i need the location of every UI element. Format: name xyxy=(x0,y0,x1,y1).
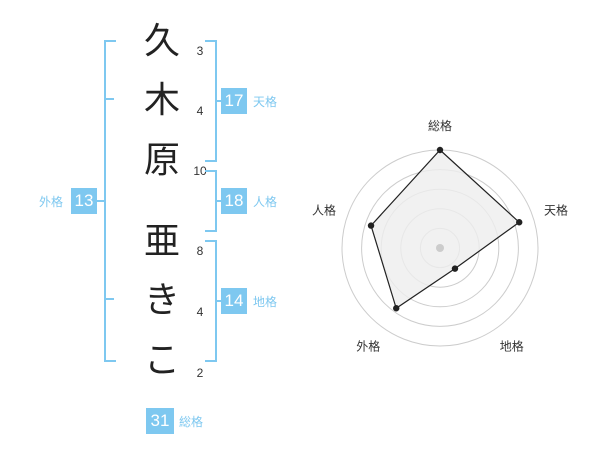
bracket-tick xyxy=(104,298,114,300)
bracket-connector xyxy=(216,200,221,202)
jinkaku-label: 人格 xyxy=(253,195,278,209)
chikaku-label: 地格 xyxy=(253,295,278,309)
bracket-tick xyxy=(104,98,114,100)
stroke-count-6: 2 xyxy=(196,366,204,380)
radar-axis-label-5: 人格 xyxy=(312,202,336,217)
radar-points xyxy=(367,146,523,312)
soukaku-value: 31 xyxy=(146,408,174,434)
radar-point-2 xyxy=(516,219,523,226)
radar-series-area xyxy=(370,149,521,310)
name-char-1: 久 xyxy=(143,21,180,62)
radar-axis-label-1: 総格 xyxy=(428,118,452,133)
radar-point-4 xyxy=(393,305,400,312)
radar-point-3 xyxy=(451,265,459,272)
name-char-6: こ xyxy=(143,340,180,381)
soukaku-label: 総格 xyxy=(179,415,204,429)
name-char-4: 亜 xyxy=(143,221,180,262)
stroke-count-2: 4 xyxy=(196,104,204,118)
gaikaku-label: 外格 xyxy=(39,195,64,209)
gaikaku-value: 13 xyxy=(71,188,97,214)
stroke-count-1: 3 xyxy=(196,44,204,58)
radar-point-5 xyxy=(367,222,375,229)
gaikaku-bracket xyxy=(104,40,116,362)
radar-axis-label-4: 外格 xyxy=(356,339,380,354)
radar-axis-label-2: 天格 xyxy=(544,202,568,217)
radar-center-dot xyxy=(436,244,444,252)
radar-point-1 xyxy=(436,146,444,154)
stroke-count-5: 4 xyxy=(196,305,204,319)
stroke-count-4: 8 xyxy=(196,244,204,258)
chikaku-value: 14 xyxy=(221,288,247,314)
bracket-connector xyxy=(216,100,221,102)
name-char-3: 原 xyxy=(143,140,180,181)
bracket-connector xyxy=(216,300,221,302)
name-char-2: 木 xyxy=(143,80,180,121)
tenkaku-label: 天格 xyxy=(253,95,278,109)
name-char-5: き xyxy=(143,280,180,321)
tenkaku-value: 17 xyxy=(221,88,247,114)
radar-axis-label-3: 地格 xyxy=(500,339,524,354)
bracket-connector xyxy=(97,200,105,202)
stroke-count-3: 10 xyxy=(193,164,207,178)
jinkaku-value: 18 xyxy=(221,188,247,214)
